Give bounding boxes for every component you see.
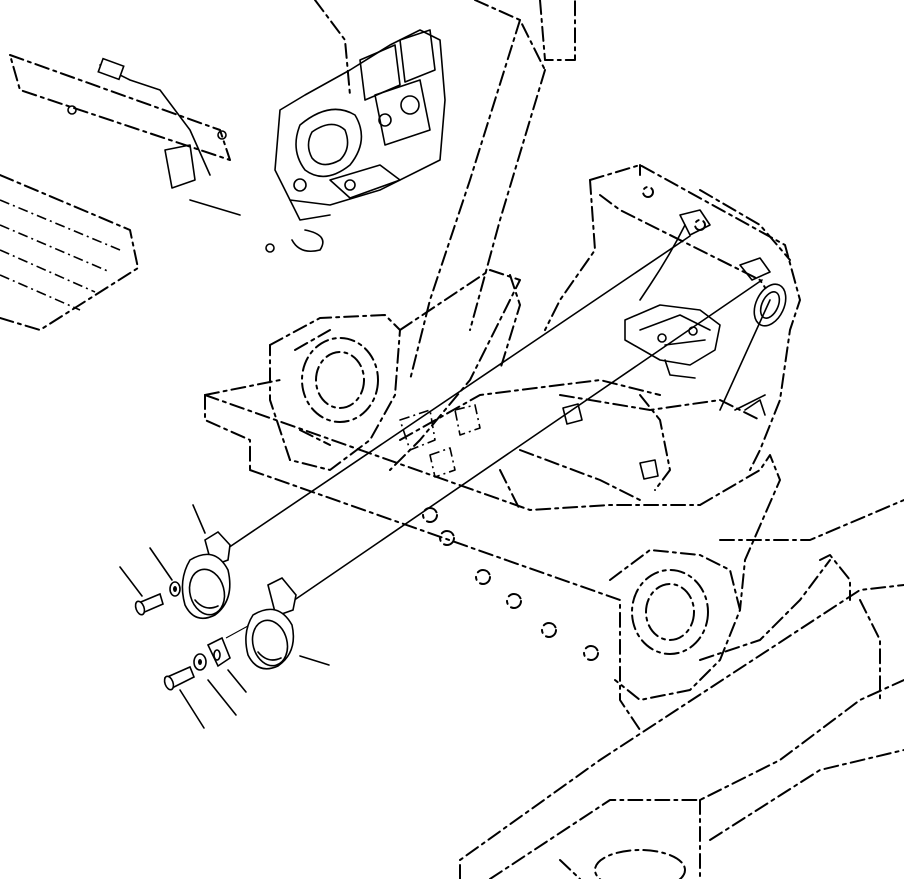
upper-boom [314,0,576,381]
wiring-leads [225,235,771,639]
callout-leaders [119,394,766,729]
right-lamp [245,576,297,670]
bolt-right [163,665,196,691]
bolt-left [134,592,164,616]
left-step-platform [0,54,231,331]
control-valve-assembly [97,29,446,253]
inner-hardware [562,209,787,480]
left-lamp [181,530,231,620]
lock-washer-left [169,581,181,597]
mounting-bracket [206,636,231,668]
flat-washer-right [193,653,207,671]
loader-frame [204,164,904,879]
